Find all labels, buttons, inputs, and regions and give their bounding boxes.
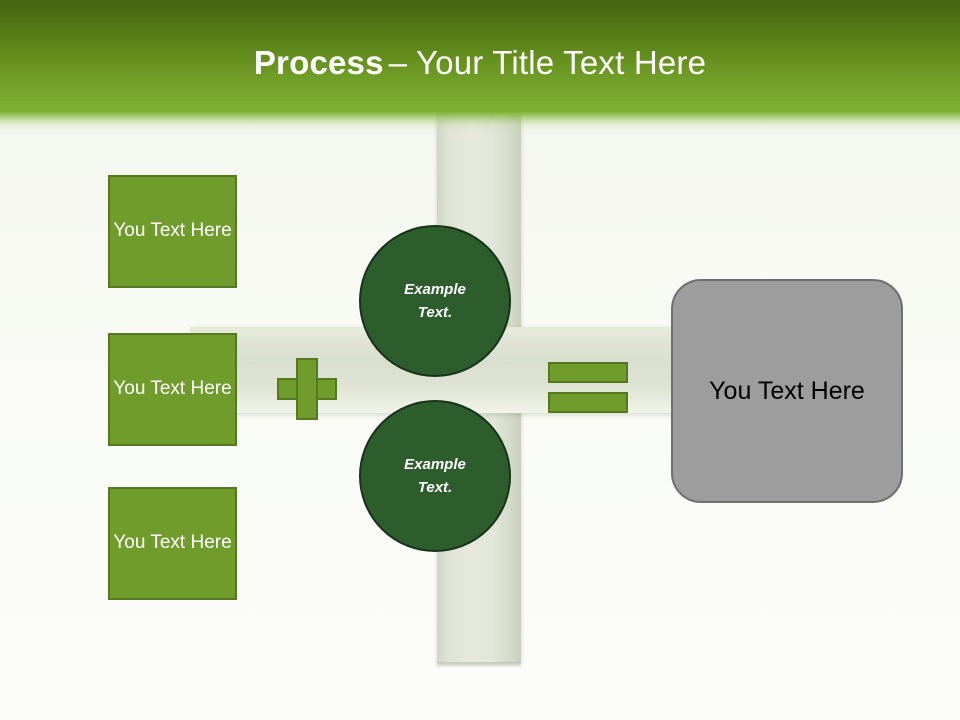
input-box-3[interactable]: You Text Here [108,487,237,600]
input-box-1-label: You Text Here [113,220,232,242]
process-circle-1-line2: Text. [417,304,453,321]
process-circle-2-line2: Text. [417,479,453,496]
equals-icon-top-bar [548,362,628,383]
page-title: Process – Your Title Text Here [0,0,960,112]
input-box-1[interactable]: You Text Here [108,175,237,288]
plus-icon-center [298,380,316,398]
process-circle-2[interactable]: Example Text. [359,400,511,552]
page-title-bold: Process [253,44,384,81]
title-bar [0,0,960,112]
result-box[interactable]: You Text Here [671,279,903,503]
process-circle-2-line1: Example [404,455,466,473]
process-circle-1[interactable]: Example Text. [359,225,511,377]
process-circle-1-line1: Example [404,280,466,298]
plus-icon [277,358,337,420]
input-box-3-label: You Text Here [113,532,232,554]
equals-icon-bottom-bar [548,392,628,413]
input-box-2-label: You Text Here [113,378,232,400]
page-title-rest: – Your Title Text Here [388,44,707,81]
title-bar-fade [0,112,960,132]
equals-icon [548,362,628,413]
input-box-2[interactable]: You Text Here [108,333,237,446]
result-box-label: You Text Here [709,376,865,405]
